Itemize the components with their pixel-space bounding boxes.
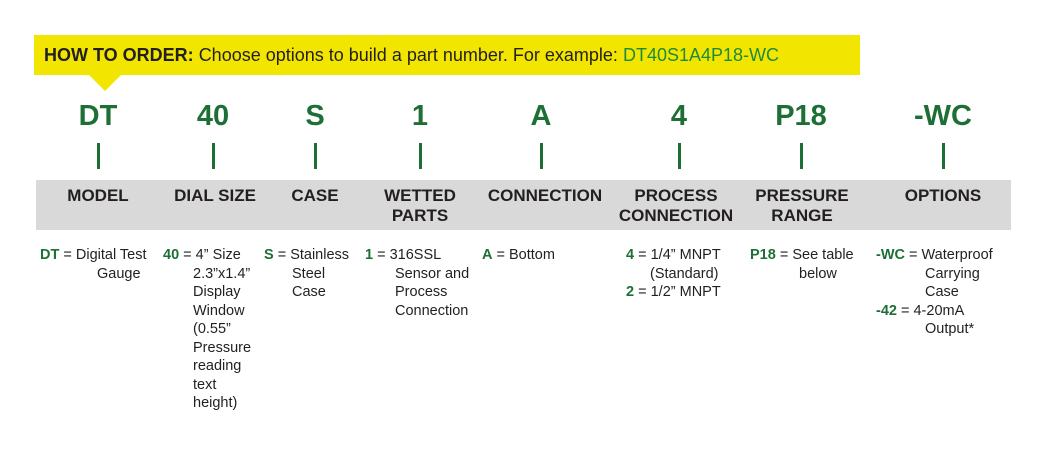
- banner-label: HOW TO ORDER:: [44, 45, 194, 65]
- code-pressure: P18: [775, 100, 827, 132]
- banner-text: Choose options to build a part number. F…: [198, 45, 618, 65]
- desc-options: -WC = Waterproof Carrying Case -42 = 4-2…: [876, 247, 993, 337]
- desc-model: DT = Digital Test Gauge: [40, 247, 147, 282]
- column-header-band: [36, 180, 1011, 230]
- desc-pressure-range: P18 = See table below: [750, 247, 854, 282]
- code-wetted: 1: [411, 100, 429, 132]
- tick-connection: [540, 143, 543, 169]
- code-dial-size: 40: [196, 100, 230, 132]
- header-options: OPTIONS: [904, 186, 982, 205]
- tick-model: [97, 143, 100, 169]
- tick-process: [678, 143, 681, 169]
- desc-case: S = Stainless Steel Case: [264, 247, 350, 300]
- code-options: -WC: [914, 100, 972, 132]
- code-model: DT: [78, 100, 118, 132]
- desc-wetted-parts: 1 = 316SSL Sensor and Process Connection: [365, 247, 470, 319]
- code-case: S: [305, 100, 325, 132]
- banner-pointer: [89, 75, 121, 91]
- header-connection: CONNECTION: [487, 186, 603, 205]
- tick-case: [314, 143, 317, 169]
- tick-wetted: [419, 143, 422, 169]
- code-connection: A: [530, 100, 552, 132]
- banner-example-part-number: DT40S1A4P18-WC: [622, 45, 780, 65]
- desc-process-connection: 4 = 1/4” MNPT (Standard) 2 = 1/2” MNPT: [626, 247, 721, 300]
- header-dial-size: DIAL SIZE: [174, 186, 256, 205]
- how-to-order-banner: HOW TO ORDER: Choose options to build a …: [34, 35, 860, 75]
- desc-dial-size: 40 = 4” Size 2.3”x1.4” Display Window (0…: [163, 247, 252, 411]
- header-model: MODEL: [67, 186, 129, 205]
- desc-connection: A = Bottom: [482, 247, 555, 263]
- tick-options: [942, 143, 945, 169]
- tick-dial-size: [212, 143, 215, 169]
- code-process: 4: [670, 100, 688, 132]
- tick-pressure: [800, 143, 803, 169]
- header-case: CASE: [291, 186, 339, 205]
